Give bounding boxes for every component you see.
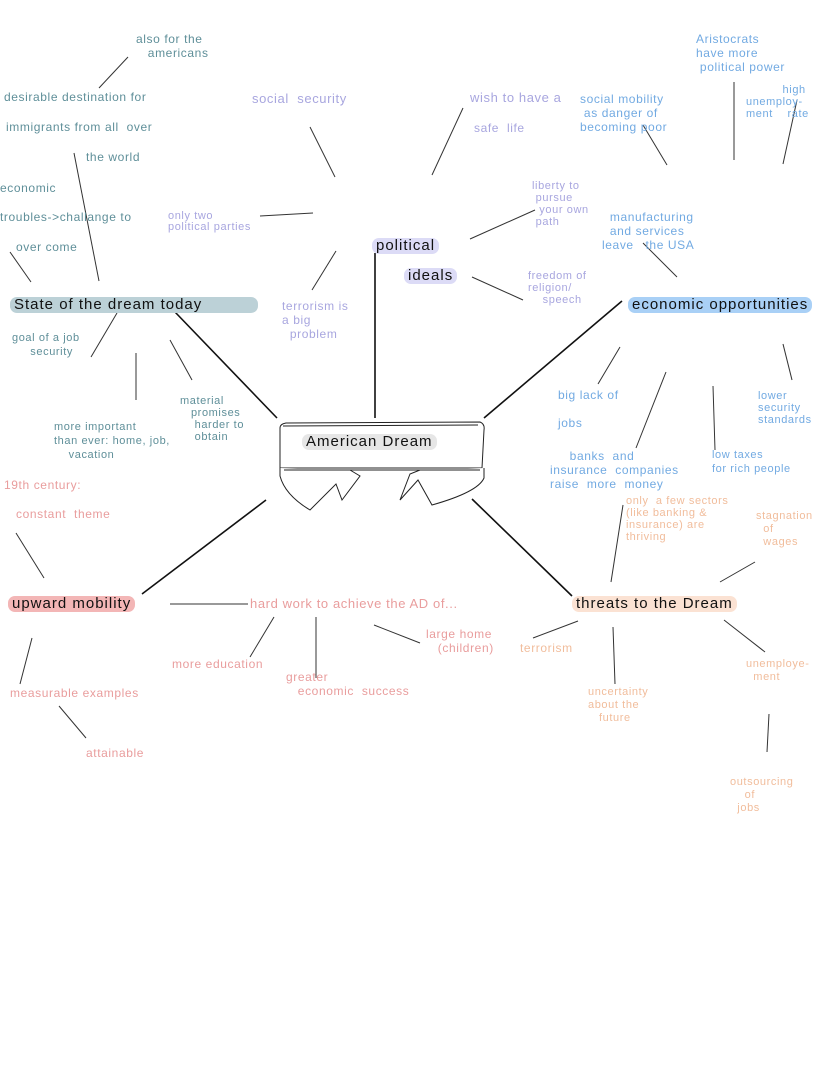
political-item: liberty to pursue your own path [532, 180, 589, 228]
main-connectors [141, 253, 623, 597]
upward-item: constant theme [16, 507, 111, 521]
threats-item: outsourcing of jobs [730, 776, 794, 814]
state-item: goal of a job security [12, 332, 80, 358]
state-item: desirable destination for [4, 90, 147, 104]
political-item: social security [252, 91, 347, 106]
branch-political-ideals-line2: ideals [404, 268, 458, 284]
state-item: economic [0, 181, 57, 195]
center-node: American Dream [302, 434, 437, 450]
political-item: safe life [474, 121, 525, 135]
economic-item: Aristocrats have more political power [696, 32, 785, 74]
state-item: immigrants from all over [6, 120, 153, 134]
political-item: freedom of religion/ speech [528, 270, 587, 306]
branch-state-of-dream: State of the dream today [10, 297, 258, 313]
state-item: over come [16, 240, 78, 254]
threats-item: uncertainty about the future [588, 686, 649, 724]
state-item: material promises harder to obtain [180, 395, 245, 443]
economic-item: lower security standards [758, 390, 812, 426]
upward-item: 19th century: [4, 478, 82, 492]
economic-item: big lack of jobs [558, 388, 619, 430]
threats-item: only a few sectors (like banking & insur… [626, 495, 729, 543]
branch-threats-to-dream: threats to the Dream [572, 596, 737, 612]
threats-item: unemploye- ment [746, 658, 810, 683]
upward-item: attainable [86, 746, 145, 760]
upward-item: hard work to achieve the AD of... [250, 596, 458, 611]
upward-item: measurable examples [10, 686, 139, 700]
political-item: wish to have a [470, 90, 562, 105]
economic-item: banks and insurance companies raise more… [550, 449, 679, 491]
economic-item: manufacturing and services leave the USA [602, 210, 695, 252]
state-item: more important than ever: home, job, vac… [54, 421, 170, 461]
branch-political-ideals-line1: political [372, 238, 440, 254]
state-item: the world [86, 150, 141, 164]
political-item: only two political parties [168, 210, 251, 233]
economic-item: low taxes for rich people [712, 449, 791, 475]
threats-item: terrorism [520, 641, 573, 655]
upward-item: large home (children) [426, 627, 494, 655]
branch-upward-mobility: upward mobility [8, 596, 136, 612]
economic-item: high unemploy- ment rate [746, 84, 809, 120]
political-item: terrorism is a big problem [282, 299, 349, 341]
upward-item: more education [172, 657, 264, 671]
upward-item: greater economic success [286, 670, 410, 698]
threats-item: stagnation of wages [756, 510, 813, 548]
economic-item: social mobility as danger of becoming po… [580, 92, 668, 134]
state-item: also for the americans [136, 32, 209, 60]
branch-economic-opportunities: economic opportunities [628, 297, 813, 313]
thin-connectors [9, 56, 798, 753]
state-item: troubles->challange to [0, 210, 132, 224]
